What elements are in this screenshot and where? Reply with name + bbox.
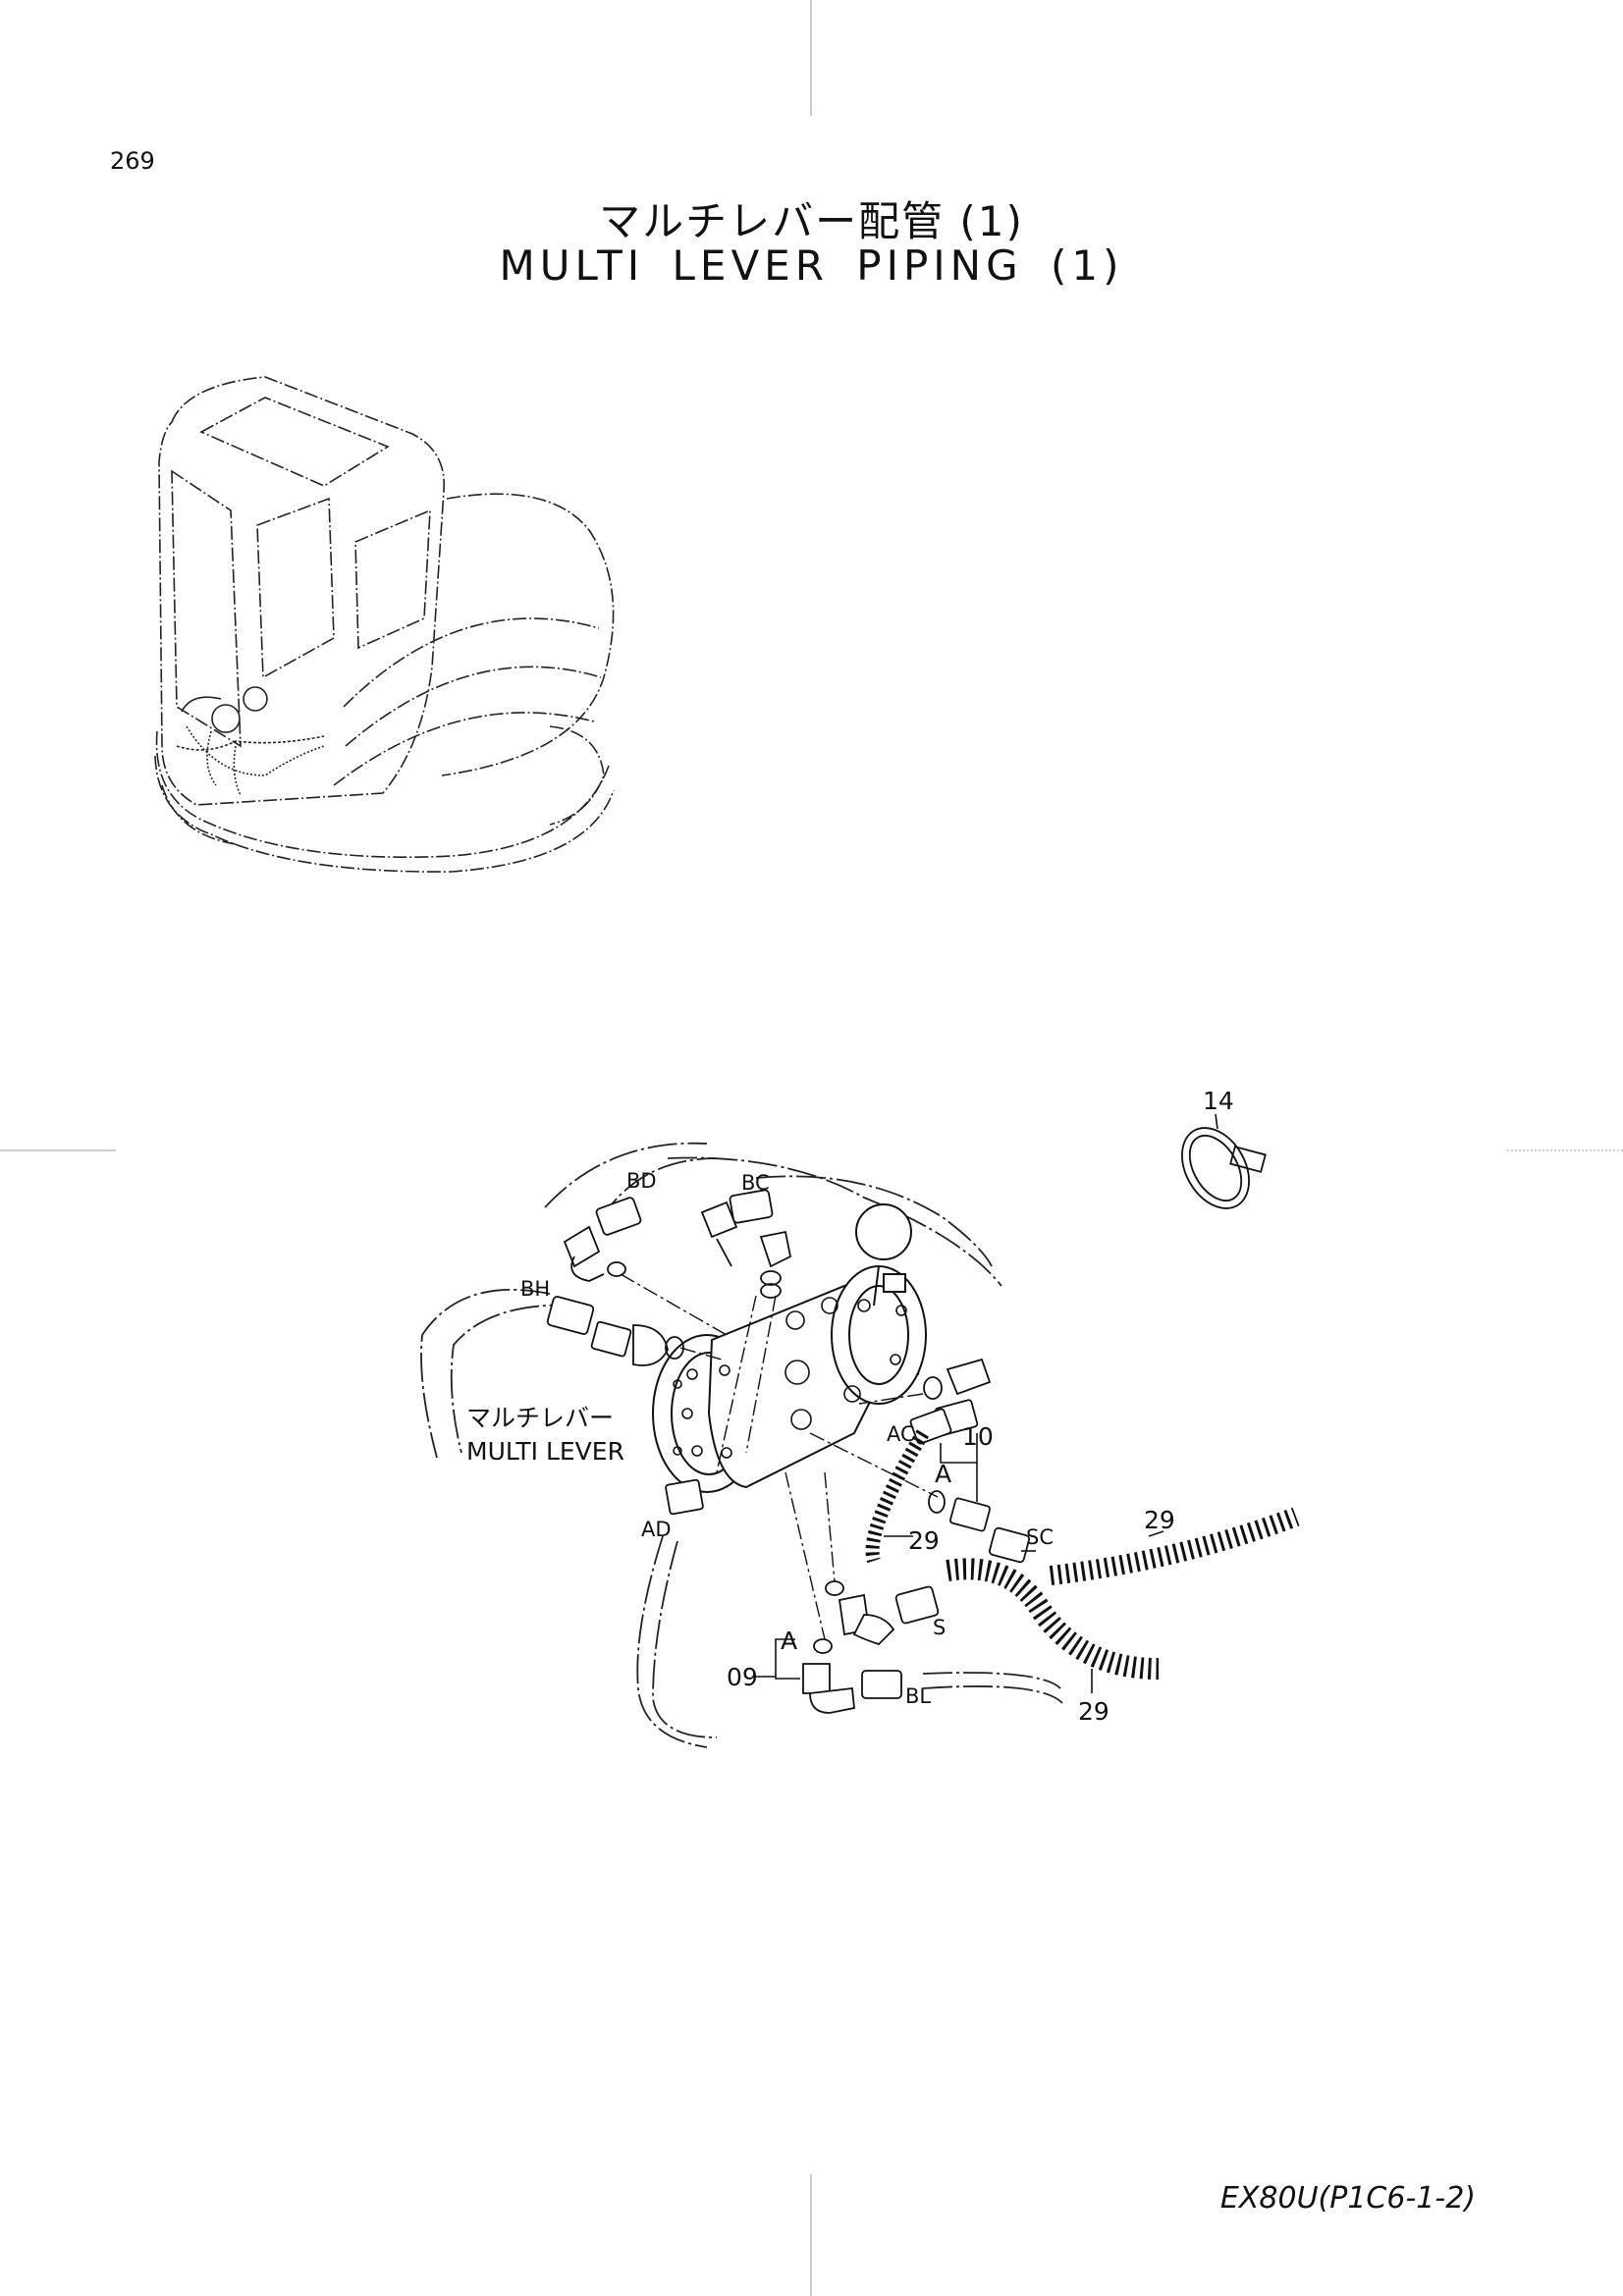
- label-port-bc: BC: [741, 1171, 770, 1195]
- label-part-09: 09: [727, 1663, 758, 1691]
- label-multi-lever-en: MULTI LEVER: [466, 1437, 624, 1466]
- excavator-cab-overview: [154, 376, 615, 873]
- cab-multi-lever-detail: [176, 686, 325, 796]
- spiral-guards: [865, 1429, 1300, 1680]
- callout-labels: BD BC BH マルチレバー MULTI LEVER AD AC 10 A 2…: [466, 1087, 1234, 1726]
- fittings: [546, 1189, 1031, 1714]
- label-part-29-center: 29: [908, 1526, 940, 1555]
- o-rings: [607, 1261, 946, 1654]
- label-part-29-bottom: 29: [1078, 1697, 1109, 1726]
- label-port-ac: AC: [887, 1422, 915, 1446]
- label-port-bh: BH: [520, 1277, 550, 1301]
- callout-brackets: [756, 1113, 1218, 1693]
- page-number: 269: [110, 147, 155, 175]
- label-multi-lever-jp: マルチレバー: [466, 1404, 614, 1432]
- multi-lever-valve: [652, 1203, 927, 1493]
- assembly-leader-lines: [620, 1273, 939, 1640]
- label-detail-a-lower: A: [781, 1627, 797, 1655]
- label-part-29-right: 29: [1144, 1506, 1175, 1534]
- cable-tie-clamp: [1181, 1127, 1267, 1209]
- label-part-10: 10: [962, 1422, 994, 1451]
- label-port-bl: BL: [905, 1684, 931, 1708]
- valve-bolts-and-ports: [673, 1297, 907, 1459]
- label-detail-a-upper: A: [935, 1460, 951, 1488]
- label-part-14: 14: [1203, 1087, 1234, 1115]
- page-title-japanese: マルチレバー配管 (1): [599, 197, 1024, 245]
- label-port-sc: SC: [1026, 1525, 1054, 1549]
- page-title-english: MULTI LEVER PIPING (1): [499, 241, 1124, 290]
- label-port-ad: AD: [641, 1518, 672, 1541]
- model-code: EX80U(P1C6-1-2): [1219, 2181, 1476, 2216]
- label-port-bd: BD: [626, 1169, 657, 1193]
- label-port-s: S: [933, 1616, 946, 1639]
